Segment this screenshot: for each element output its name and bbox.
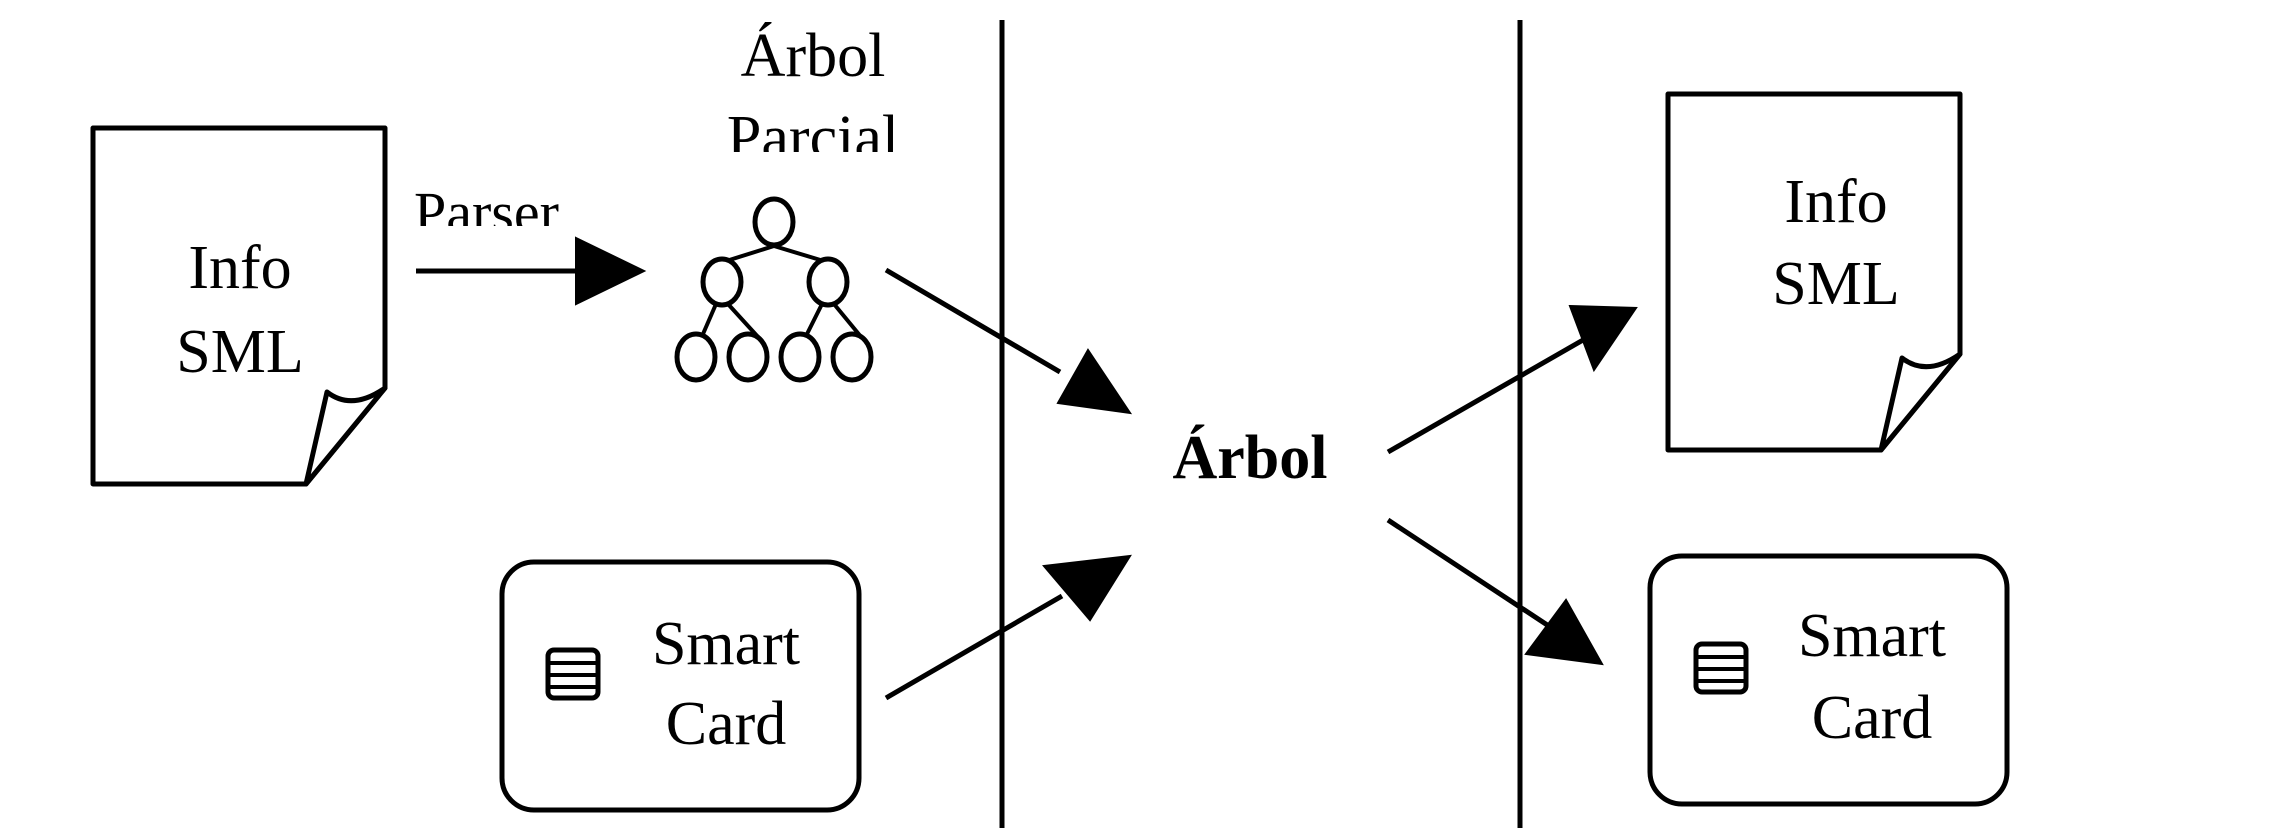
left-smart-card: Smart Card: [499, 559, 862, 813]
tree-leaf-2: [726, 331, 770, 383]
tree-leaf-1: [674, 331, 718, 383]
right-card-line1: Smart: [1798, 602, 1946, 670]
right-document: Info SML: [1665, 91, 1963, 453]
arrow-card-to-center: [884, 554, 1132, 701]
document-page-curl: [1878, 351, 1963, 453]
smart-card-icon: [499, 559, 862, 813]
partial-tree-title-line1: Árbol: [741, 22, 886, 90]
left-card-line1: Smart: [652, 610, 800, 678]
arrow-center-to-card: [1386, 517, 1604, 666]
left-card-line2: Card: [666, 690, 787, 758]
smart-card-icon: [1647, 553, 2010, 807]
arrow-center-to-document: [1386, 304, 1638, 455]
partial-tree-title-clip: [700, 152, 930, 172]
parser-arrowhead: [575, 236, 647, 306]
left-document: Info SML: [90, 125, 388, 487]
parser-label-clip: [400, 226, 600, 246]
arrowhead-card-to-center: [1042, 554, 1132, 622]
left-document-line2: SML: [176, 318, 303, 386]
tree-node-root: [752, 196, 796, 248]
tree-node-right: [806, 256, 850, 308]
arrowhead-center-to-card: [1524, 598, 1604, 666]
arrow-tree-to-center: [884, 267, 1133, 415]
chip-icon: [545, 647, 601, 701]
tree-icon: [674, 196, 874, 383]
tree-leaf-4: [830, 331, 874, 383]
right-smart-card: Smart Card: [1647, 553, 2010, 807]
arrowhead-tree-to-center: [1056, 348, 1133, 415]
arrowhead-center-to-document: [1568, 304, 1638, 373]
tree-leaf-3: [778, 331, 822, 383]
right-document-line1: Info: [1784, 168, 1887, 236]
partial-tree: Árbol Parcial: [674, 22, 930, 383]
document-page-curl: [303, 385, 388, 487]
tree-node-left: [700, 256, 744, 308]
parser-arrow: Parser: [400, 180, 647, 306]
chip-icon: [1693, 641, 1749, 695]
center-label: Árbol: [1173, 424, 1328, 492]
right-card-line2: Card: [1812, 684, 1933, 752]
left-document-line1: Info: [188, 234, 291, 302]
right-document-line2: SML: [1772, 250, 1899, 318]
